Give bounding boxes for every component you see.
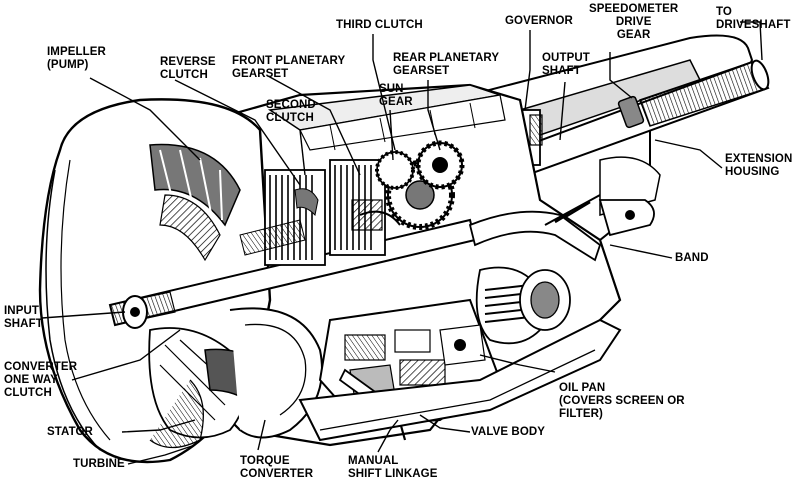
- leader-sun-gear: [389, 109, 394, 161]
- label-sun-gear: SUN GEAR: [379, 83, 413, 108]
- band-shape: [468, 194, 602, 262]
- label-rear-planetary-gearset: REAR PLANETARY GEARSET: [393, 52, 500, 77]
- label-converter-one-way-clutch: CONVERTER ONE WAY CLUTCH: [4, 361, 78, 399]
- leader-extension-housing: [654, 139, 723, 169]
- leader-manual-shift: [377, 419, 399, 453]
- leader-speedometer: [609, 52, 633, 99]
- label-oil-pan: OIL PAN (COVERS SCREEN OR FILTER): [559, 382, 685, 420]
- label-band: BAND: [675, 252, 709, 264]
- leader-lines: [41, 21, 763, 465]
- torque-converter-shape: [38, 98, 323, 464]
- label-turbine: TURBINE: [73, 458, 125, 470]
- leader-input-shaft: [41, 311, 126, 319]
- label-reverse-clutch: REVERSE CLUTCH: [160, 56, 216, 81]
- label-extension-housing: EXTENSION HOUSING: [725, 153, 793, 178]
- leader-reverse-clutch: [174, 79, 301, 186]
- label-speedometer-drive-gear: SPEEDOMETER DRIVE GEAR: [589, 3, 679, 41]
- label-output-shaft: OUTPUT SHAFT: [542, 52, 590, 77]
- label-stator: STATOR: [47, 426, 93, 438]
- leader-torque-converter: [257, 419, 266, 451]
- label-governor: GOVERNOR: [505, 15, 573, 27]
- leader-driveshaft: [740, 21, 763, 61]
- planetary-gearsets-shape: [351, 140, 465, 231]
- label-to-driveshaft: TO DRIVESHAFT: [716, 6, 791, 31]
- label-third-clutch: THIRD CLUTCH: [336, 19, 423, 31]
- leader-impeller: [89, 77, 201, 161]
- label-manual-shift-linkage: MANUAL SHIFT LINKAGE: [348, 455, 438, 480]
- leader-second-clutch: [299, 129, 306, 176]
- leader-stator: [121, 419, 196, 433]
- leader-converter-one-way-clutch: [71, 329, 181, 381]
- mount-flange-shape: [598, 199, 655, 237]
- leader-output-shaft: [559, 81, 566, 141]
- label-valve-body: VALVE BODY: [471, 426, 546, 438]
- leader-front-planetary: [267, 75, 361, 176]
- servo-spring-shape: [475, 266, 571, 345]
- leader-turbine: [127, 444, 196, 465]
- clutch-packs-shape: [239, 159, 386, 266]
- label-front-planetary-gearset: FRONT PLANETARY GEARSET: [232, 55, 346, 80]
- label-input-shaft: INPUT SHAFT: [4, 305, 43, 330]
- leader-valve-body: [419, 414, 471, 433]
- leader-third-clutch: [372, 34, 396, 151]
- label-torque-converter: TORQUE CONVERTER: [240, 455, 314, 480]
- leader-governor: [524, 30, 531, 111]
- label-second-clutch: SECOND CLUTCH: [266, 99, 316, 124]
- leader-band: [609, 244, 673, 259]
- oil-pan-shape: [298, 318, 622, 442]
- leader-oil-pan: [479, 354, 556, 373]
- leader-rear-planetary: [427, 80, 441, 151]
- label-impeller: IMPELLER (PUMP): [47, 46, 106, 71]
